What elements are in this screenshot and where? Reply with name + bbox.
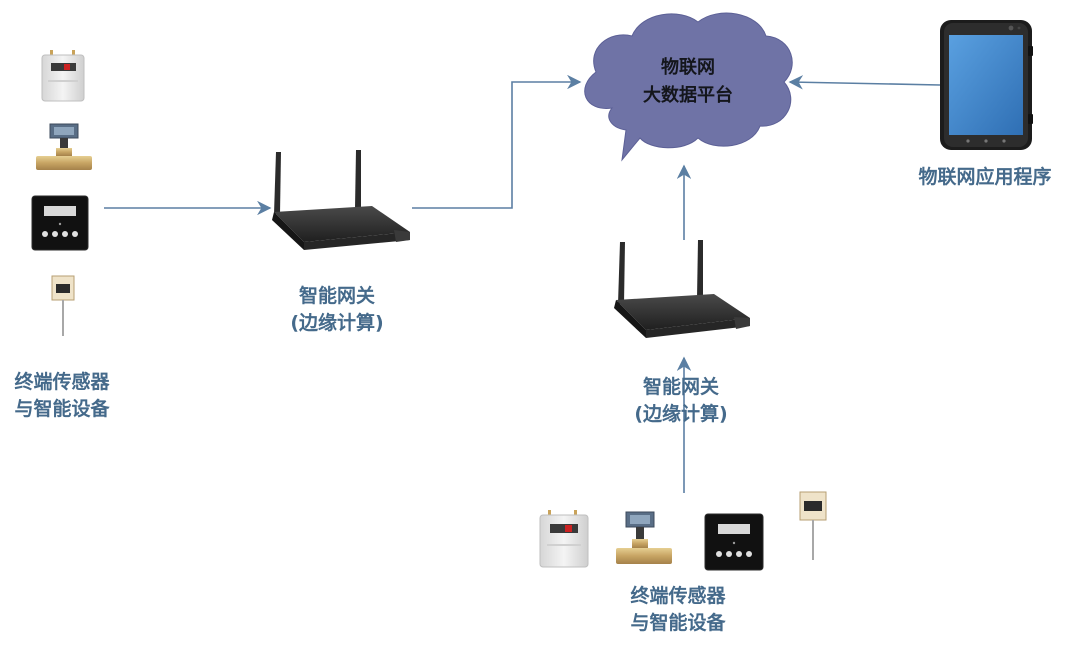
gateway-right-line1: 智能网关: [642, 376, 719, 398]
router-icon-left: [272, 150, 410, 250]
gateway-left-line2: (边缘计算): [290, 312, 384, 334]
devices-left-line2: 与智能设备: [14, 398, 110, 420]
connector-left-gateway-to-cloud: [412, 74, 582, 209]
flow-meter-icon-bottom: [616, 511, 672, 564]
flow-meter-icon: [36, 123, 92, 170]
gateway-left-label: 智能网关 (边缘计算): [262, 283, 412, 337]
devices-left-line1: 终端传感器: [14, 371, 110, 393]
cloud-label-line1: 物联网: [661, 57, 715, 78]
devices-left-label: 终端传感器 与智能设备: [0, 369, 124, 423]
devices-bottom-line1: 终端传感器: [630, 585, 726, 607]
devices-bottom-label: 终端传感器 与智能设备: [612, 583, 744, 637]
gateway-right-label: 智能网关 (边缘计算): [606, 374, 756, 428]
controller-panel-icon-bottom: [704, 513, 764, 571]
app-label: 物联网应用程序: [900, 164, 1070, 191]
app-label-text: 物联网应用程序: [918, 166, 1052, 188]
gateway-left-line1: 智能网关: [298, 285, 375, 307]
probe-sensor-icon: [51, 275, 75, 336]
router-icon-right: [614, 240, 750, 338]
gateway-right-line2: (边缘计算): [634, 403, 728, 425]
tablet-icon: [940, 20, 1033, 150]
probe-sensor-icon-bottom: [799, 491, 827, 560]
cloud-label: 物联网 大数据平台: [620, 54, 756, 110]
cloud-icon: [584, 12, 793, 162]
connector-app-to-cloud: [788, 75, 941, 90]
gas-meter-icon: [41, 50, 85, 102]
cloud-label-line2: 大数据平台: [643, 85, 733, 106]
devices-bottom-line2: 与智能设备: [630, 612, 726, 634]
gas-meter-icon-bottom: [539, 510, 589, 568]
controller-panel-icon: [31, 195, 89, 251]
